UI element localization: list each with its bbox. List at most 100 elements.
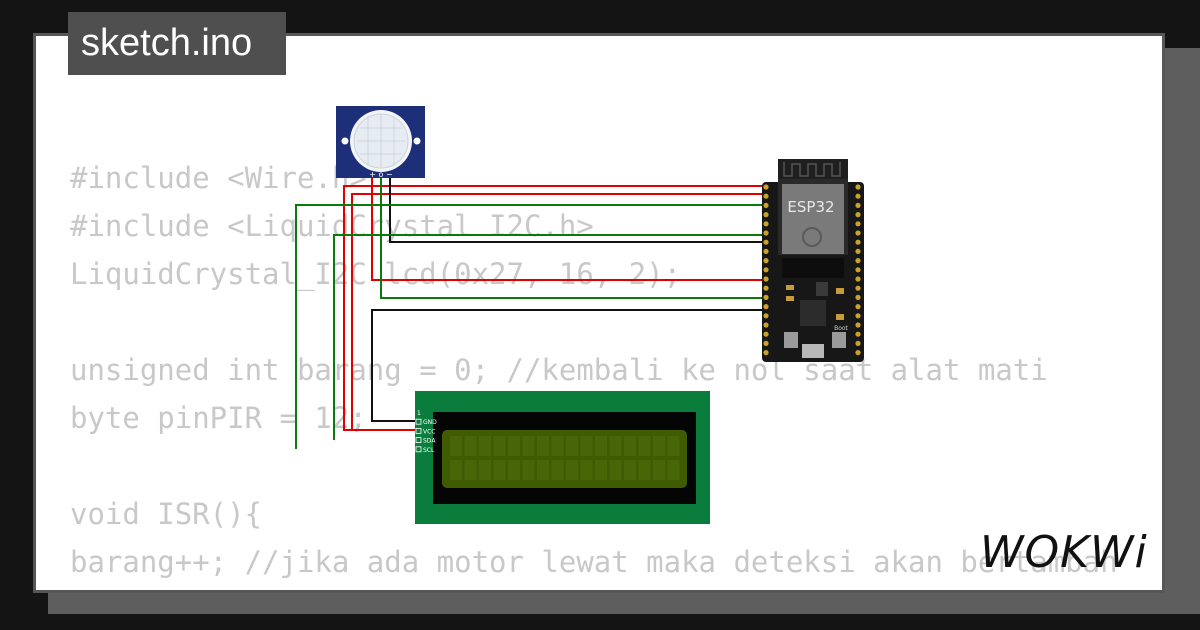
lcd-cell bbox=[479, 460, 491, 480]
esp32-pin[interactable] bbox=[763, 350, 769, 356]
lcd-cell bbox=[464, 436, 477, 456]
wokwi-logo-text: WOKWi bbox=[980, 527, 1148, 577]
esp32-pin[interactable] bbox=[763, 304, 769, 310]
code-line: void ISR(){ bbox=[70, 497, 263, 531]
lcd-pin-label: VCC bbox=[423, 428, 435, 435]
lcd-cell bbox=[580, 436, 593, 456]
esp32-pin[interactable] bbox=[763, 340, 769, 346]
esp32-pin[interactable] bbox=[763, 267, 769, 273]
esp32-pin[interactable] bbox=[855, 248, 861, 254]
lcd-cell bbox=[667, 436, 680, 456]
lcd-cell bbox=[450, 460, 462, 480]
wire-lcd-vcc bbox=[351, 193, 765, 430]
lcd-cell bbox=[595, 460, 607, 480]
lcd-cell bbox=[653, 436, 665, 456]
lcd-cell bbox=[667, 460, 680, 480]
lcd-pin[interactable] bbox=[415, 418, 422, 425]
lcd-pin[interactable] bbox=[415, 427, 422, 434]
lcd-cell bbox=[624, 436, 636, 456]
lcd-pin-label: GND bbox=[423, 419, 437, 426]
code-line: unsigned int barang = 0; //kembali ke no… bbox=[70, 353, 1048, 387]
esp32-pin[interactable] bbox=[763, 202, 769, 208]
wire-lcd-scl bbox=[295, 204, 858, 449]
lcd-character-cells bbox=[450, 436, 680, 480]
esp32-pin[interactable] bbox=[855, 294, 861, 300]
esp32-pins-left bbox=[763, 184, 769, 356]
pir-sensor[interactable]: + o − bbox=[336, 106, 425, 179]
esp32-pin[interactable] bbox=[855, 340, 861, 346]
esp32-pin[interactable] bbox=[855, 239, 861, 245]
lcd-pin-label: SCL bbox=[423, 447, 435, 454]
esp32-pin[interactable] bbox=[763, 221, 769, 227]
esp32-pin[interactable] bbox=[763, 212, 769, 218]
esp32-pin[interactable] bbox=[855, 230, 861, 236]
esp32-pin[interactable] bbox=[763, 193, 769, 199]
lcd-cell bbox=[566, 460, 578, 480]
esp32-pin[interactable] bbox=[855, 322, 861, 328]
esp32-pin[interactable] bbox=[855, 202, 861, 208]
wire-lcd-sda bbox=[333, 234, 858, 440]
lcd-pin-label: 1 bbox=[417, 410, 421, 417]
code-line: LiquidCrystal_I2C lcd(0x27, 16, 2); bbox=[70, 257, 682, 291]
sketch-file-tab[interactable]: sketch.ino bbox=[68, 12, 286, 75]
esp32-pin[interactable] bbox=[855, 267, 861, 273]
esp32-pin[interactable] bbox=[855, 350, 861, 356]
code-line: #include <LiquidCrystal_I2C.h> bbox=[70, 209, 594, 243]
esp32-pin[interactable] bbox=[855, 304, 861, 310]
esp32-pin[interactable] bbox=[855, 276, 861, 282]
esp32-pin[interactable] bbox=[855, 285, 861, 291]
esp32-pin[interactable] bbox=[855, 258, 861, 264]
lcd-cell bbox=[595, 436, 607, 456]
esp32-pin[interactable] bbox=[855, 331, 861, 337]
pir-pin-labels: + o − bbox=[369, 170, 392, 179]
wire-pir-out bbox=[380, 178, 765, 299]
lcd-pin-label: SDA bbox=[423, 438, 436, 445]
esp32-pin[interactable] bbox=[855, 212, 861, 218]
esp32-pin[interactable] bbox=[763, 322, 769, 328]
lcd-cell bbox=[508, 436, 520, 456]
esp32-pin[interactable] bbox=[763, 239, 769, 245]
esp32-pin[interactable] bbox=[763, 285, 769, 291]
esp32-pin[interactable] bbox=[763, 294, 769, 300]
lcd-cell bbox=[464, 460, 477, 480]
esp32-pin[interactable] bbox=[763, 258, 769, 264]
lcd-cell bbox=[551, 436, 564, 456]
wire-lcd-gnd bbox=[371, 309, 765, 422]
esp32-pin[interactable] bbox=[763, 313, 769, 319]
lcd-cell bbox=[624, 460, 636, 480]
lcd-cell bbox=[508, 460, 520, 480]
lcd-cell bbox=[551, 460, 564, 480]
code-line: barang++; //jika ada motor lewat maka de… bbox=[70, 545, 1118, 579]
lcd-cell bbox=[609, 436, 622, 456]
esp32-pin[interactable] bbox=[855, 193, 861, 199]
esp32-pin[interactable] bbox=[855, 221, 861, 227]
esp32-pin[interactable] bbox=[855, 313, 861, 319]
lcd-pin[interactable] bbox=[415, 437, 422, 444]
esp32-pin[interactable] bbox=[763, 184, 769, 190]
lcd-cell bbox=[522, 436, 535, 456]
esp32-pin[interactable] bbox=[855, 184, 861, 190]
lcd-cell bbox=[609, 460, 622, 480]
lcd-cell bbox=[653, 460, 665, 480]
esp32-pin[interactable] bbox=[763, 276, 769, 282]
esp32-label: ESP32 bbox=[787, 198, 834, 216]
esp32-pins-right bbox=[855, 184, 861, 356]
lcd-cell bbox=[537, 436, 549, 456]
esp32-pin[interactable] bbox=[763, 230, 769, 236]
lcd-cell bbox=[493, 436, 506, 456]
esp32-board[interactable]: ESP32 Boot bbox=[762, 159, 864, 362]
lcd-cell bbox=[537, 460, 549, 480]
esp32-pin[interactable] bbox=[763, 331, 769, 337]
lcd-cell bbox=[450, 436, 462, 456]
esp32-pin[interactable] bbox=[763, 248, 769, 254]
lcd-cell bbox=[638, 436, 651, 456]
esp32-boot-label: Boot bbox=[834, 325, 848, 332]
lcd-cell bbox=[580, 460, 593, 480]
lcd-pin[interactable] bbox=[415, 446, 422, 453]
lcd-cell bbox=[493, 460, 506, 480]
lcd-cell bbox=[522, 460, 535, 480]
lcd-cell bbox=[479, 436, 491, 456]
lcd-cell bbox=[638, 460, 651, 480]
